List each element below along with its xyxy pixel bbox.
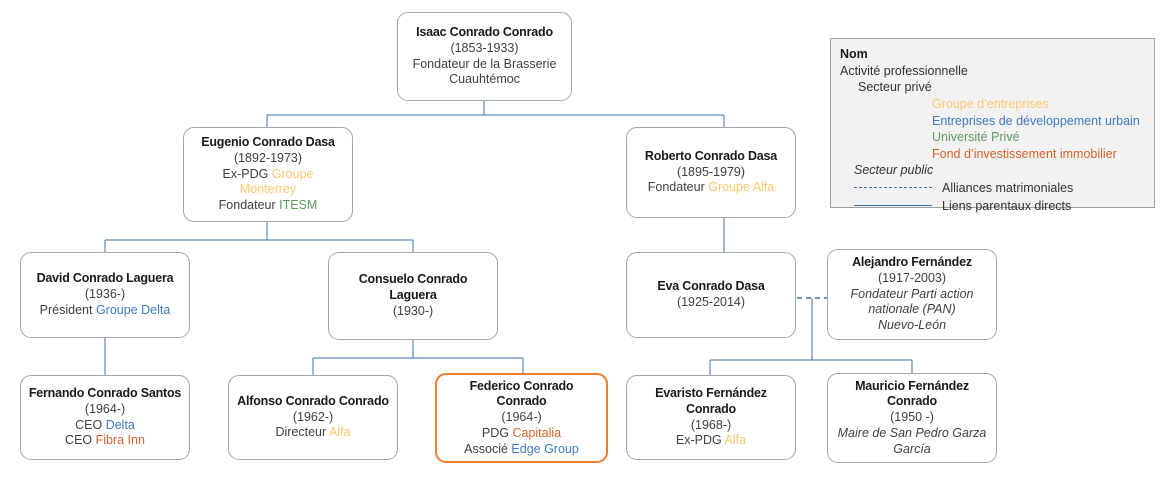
person-name-line-1: Evaristo Fernández bbox=[655, 386, 767, 400]
person-role-line-1: Président Groupe Delta bbox=[40, 303, 171, 319]
node-consuelo-conrado-laguera[interactable]: Consuelo Conrado Laguera (1930-) bbox=[328, 252, 498, 340]
solid-line-icon bbox=[854, 204, 932, 207]
node-eva-conrado-dasa[interactable]: Eva Conrado Dasa (1925-2014) bbox=[626, 252, 796, 338]
person-role-line-2: CEO Fibra Inn bbox=[65, 433, 145, 449]
person-role-line-1: Fondateur de la Brasserie bbox=[412, 56, 557, 71]
org-groupe-monterrey-cont: Monterrey bbox=[239, 182, 297, 197]
node-evaristo-fernandez-conrado[interactable]: Evaristo Fernández Conrado (1968-) Ex-PD… bbox=[626, 375, 796, 460]
person-role-line-1: Ex-PDG Alfa bbox=[676, 433, 746, 449]
person-years: (1962-) bbox=[292, 409, 334, 424]
person-name-line-1: Mauricio Fernández bbox=[855, 378, 969, 393]
person-role-line-1: Maire de San Pedro Garza bbox=[837, 425, 987, 440]
person-role-line-2: Cuauhtémoc bbox=[449, 72, 520, 87]
person-name: David Conrado Laguera bbox=[36, 271, 174, 286]
org-itesm: ITESM bbox=[279, 198, 318, 213]
person-years: (1930-) bbox=[392, 303, 434, 318]
person-role-line-1: Directeur Alfa bbox=[275, 425, 350, 441]
legend-title: Nom bbox=[840, 47, 868, 61]
person-years: (1895-1979) bbox=[676, 164, 746, 179]
person-name-line-2: Conrado bbox=[887, 394, 937, 409]
person-role-line-2: Fondateur ITESM bbox=[219, 198, 318, 214]
org-fibra-inn: Fibra Inn bbox=[95, 433, 145, 448]
org-delta: Delta bbox=[105, 417, 135, 432]
legend-item-developpement-urbain: Entreprises de développement urbain bbox=[932, 113, 1140, 128]
person-years: (1964-) bbox=[501, 410, 542, 425]
legend-row-liens: Liens parentaux directs bbox=[840, 198, 1145, 215]
node-david-conrado-laguera[interactable]: David Conrado Laguera (1936-) Président … bbox=[20, 252, 190, 338]
legend-activity-label: Activité professionnelle bbox=[840, 63, 968, 78]
legend-row-alliances: Alliances matrimoniales bbox=[840, 180, 1145, 197]
person-years: (1917-2003) bbox=[877, 270, 947, 285]
node-alfonso-conrado-conrado[interactable]: Alfonso Conrado Conrado (1962-) Directeu… bbox=[228, 375, 398, 460]
legend-item-groupe-entreprises: Groupe d’entreprises bbox=[932, 96, 1049, 111]
person-role-line-2: Associé Edge Group bbox=[464, 442, 579, 458]
org-groupe-alfa: Groupe Alfa bbox=[708, 180, 775, 195]
org-groupe-delta: Groupe Delta bbox=[95, 302, 171, 317]
node-mauricio-fernandez-conrado[interactable]: Mauricio Fernández Conrado (1950 -) Mair… bbox=[827, 373, 997, 463]
person-name: Federico Conrado Conrado bbox=[469, 378, 574, 409]
dashed-line-icon bbox=[854, 187, 932, 189]
person-years: (1892-1973) bbox=[233, 150, 303, 165]
person-role-line-1: PDG Capitalia bbox=[482, 426, 561, 442]
person-name: Consuelo Conrado Laguera bbox=[358, 272, 468, 303]
role-prefix: CEO bbox=[75, 417, 106, 432]
person-years: (1925-2014) bbox=[676, 295, 746, 309]
role-prefix: Directeur bbox=[275, 425, 329, 440]
legend-item-fond-investissement: Fond d’investissement immobilier bbox=[932, 146, 1117, 161]
person-name: Isaac Conrado Conrado bbox=[416, 25, 553, 39]
role-prefix: Fondateur bbox=[647, 180, 709, 195]
node-roberto-conrado-dasa[interactable]: Roberto Conrado Dasa (1895-1979) Fondate… bbox=[626, 127, 796, 218]
legend-item-liens: Liens parentaux directs bbox=[942, 198, 1072, 213]
legend-panel: Nom Activité professionnelle Secteur pri… bbox=[830, 38, 1155, 213]
legend-private-sector-label: Secteur privé bbox=[858, 80, 932, 95]
node-federico-conrado-conrado[interactable]: Federico Conrado Conrado (1964-) PDG Cap… bbox=[435, 373, 608, 463]
person-years: (1936-) bbox=[84, 287, 126, 302]
role-prefix: Ex-PDG bbox=[222, 166, 272, 181]
person-role-line-2: García bbox=[893, 441, 931, 456]
role-prefix: PDG bbox=[481, 425, 513, 440]
person-years: (1964-) bbox=[84, 401, 126, 416]
node-alejandro-fernandez[interactable]: Alejandro Fernández (1917-2003) Fondateu… bbox=[827, 249, 997, 340]
node-isaac-conrado-conrado[interactable]: Isaac Conrado Conrado (1853-1933) Fondat… bbox=[397, 12, 572, 101]
person-name: Alejandro Fernández bbox=[852, 255, 972, 270]
org-capitalia: Capitalia bbox=[512, 425, 562, 440]
person-role-line-1: Ex-PDG Groupe bbox=[222, 167, 313, 183]
person-years: (1968-) bbox=[690, 417, 732, 432]
role-prefix: Président bbox=[39, 302, 96, 317]
role-prefix: Fondateur bbox=[218, 198, 280, 213]
person-name: Fernando Conrado Santos bbox=[28, 386, 182, 400]
person-role-line-2: nationale (PAN) bbox=[868, 302, 956, 317]
person-name-line-2: Conrado bbox=[686, 401, 736, 416]
person-years: (1950 -) bbox=[890, 410, 934, 425]
person-name: Eugenio Conrado Dasa bbox=[201, 135, 335, 150]
node-eugenio-conrado-dasa[interactable]: Eugenio Conrado Dasa (1892-1973) Ex-PDG … bbox=[183, 127, 353, 222]
person-name: Alfonso Conrado Conrado bbox=[237, 393, 389, 408]
role-prefix: Ex-PDG bbox=[675, 433, 725, 448]
legend-item-alliances: Alliances matrimoniales bbox=[942, 181, 1074, 195]
legend-item-universite-privee: Université Privé bbox=[932, 130, 1020, 145]
role-prefix: Associé bbox=[464, 441, 512, 456]
org-groupe-monterrey: Groupe bbox=[271, 166, 314, 181]
person-role-line-1: CEO Delta bbox=[75, 418, 135, 434]
role-prefix: CEO bbox=[65, 433, 96, 448]
org-edge-group: Edge Group bbox=[511, 441, 579, 456]
person-role-line-3: Nuevo-León bbox=[877, 318, 947, 333]
org-alfa: Alfa bbox=[328, 425, 351, 440]
person-years: (1853-1933) bbox=[450, 40, 519, 55]
node-fernando-conrado-santos[interactable]: Fernando Conrado Santos (1964-) CEO Delt… bbox=[20, 375, 190, 460]
person-role-line-1: Fondateur Parti action bbox=[850, 286, 974, 301]
person-name: Eva Conrado Dasa bbox=[657, 279, 765, 294]
person-name: Roberto Conrado Dasa bbox=[644, 148, 778, 163]
person-role-line-1: Fondateur Groupe Alfa bbox=[648, 180, 774, 196]
org-alfa: Alfa bbox=[724, 433, 747, 448]
legend-public-sector-label: Secteur public bbox=[854, 163, 934, 178]
